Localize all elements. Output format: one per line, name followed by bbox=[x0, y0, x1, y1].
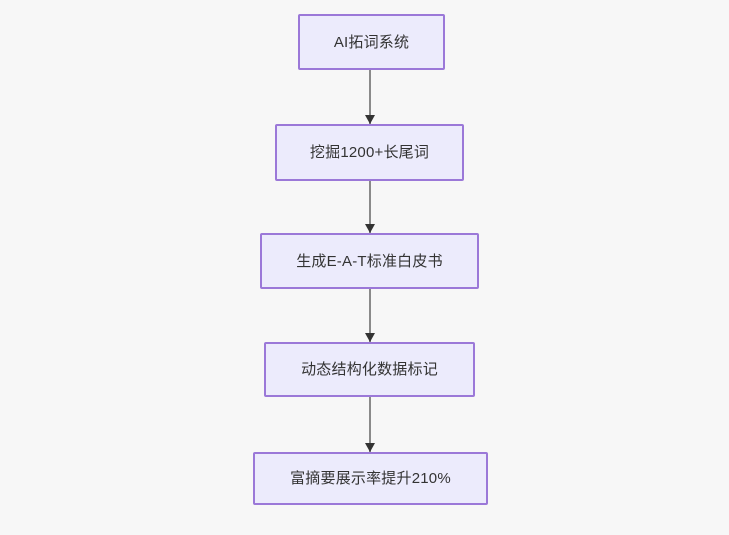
flowchart-node-generate-eat-whitepaper[interactable]: 生成E-A-T标准白皮书 bbox=[260, 233, 479, 289]
edge-connector bbox=[365, 181, 375, 233]
arrowhead-icon bbox=[365, 333, 375, 342]
node-label: 挖掘1200+长尾词 bbox=[309, 144, 430, 161]
arrowhead-icon bbox=[365, 115, 375, 124]
edge-line bbox=[369, 70, 371, 124]
arrowhead-icon bbox=[365, 224, 375, 233]
node-label: 富摘要展示率提升210% bbox=[290, 470, 451, 487]
edge-connector bbox=[365, 397, 375, 452]
edge-connector bbox=[365, 70, 375, 124]
flowchart-node-rich-snippet-impression-uplift[interactable]: 富摘要展示率提升210% bbox=[253, 452, 488, 505]
edge-line bbox=[369, 289, 371, 342]
node-label: AI拓词系统 bbox=[333, 33, 410, 51]
flowchart-node-dynamic-structured-data-markup[interactable]: 动态结构化数据标记 bbox=[264, 342, 475, 397]
node-label: 生成E-A-T标准白皮书 bbox=[296, 252, 443, 270]
arrowhead-icon bbox=[365, 443, 375, 452]
flowchart-node-mine-longtail-keywords[interactable]: 挖掘1200+长尾词 bbox=[275, 124, 464, 181]
edge-line bbox=[369, 181, 371, 233]
node-label: 动态结构化数据标记 bbox=[301, 361, 438, 378]
flowchart-node-ai-keyword-system[interactable]: AI拓词系统 bbox=[298, 14, 445, 70]
edge-connector bbox=[365, 289, 375, 342]
edge-line bbox=[369, 397, 371, 452]
